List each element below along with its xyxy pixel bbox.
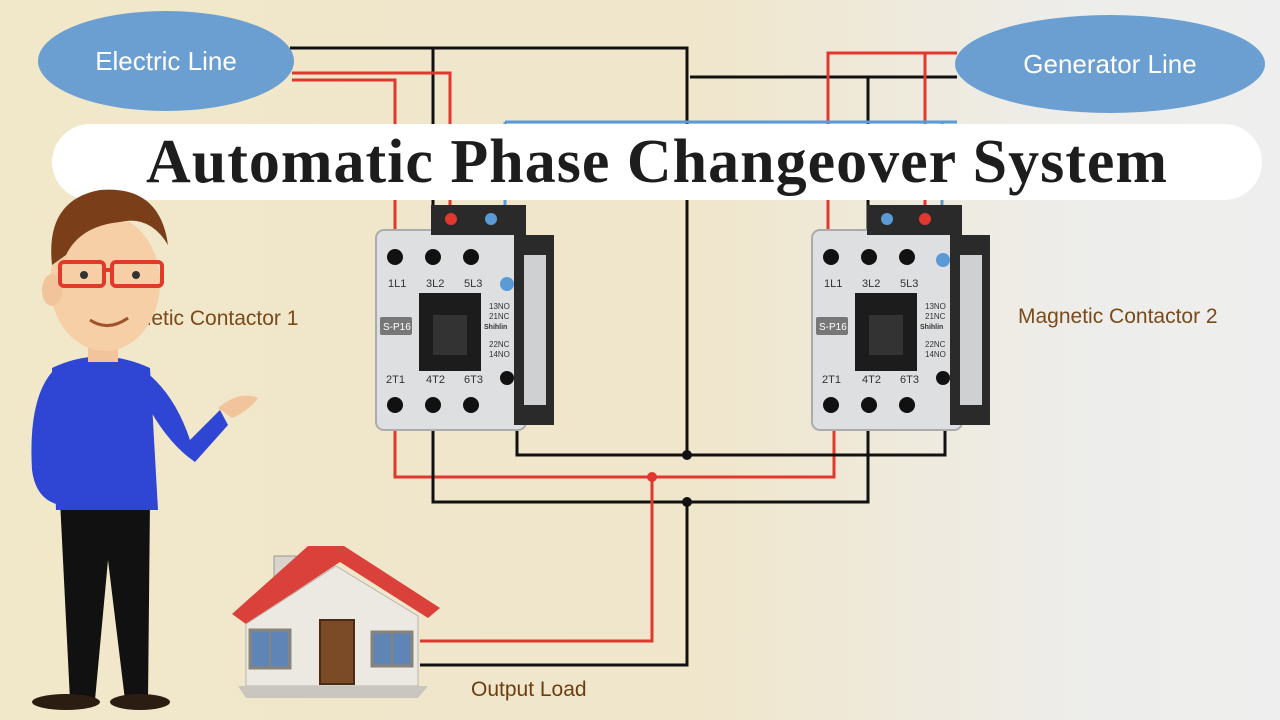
presenter-mouth	[89, 316, 129, 327]
generator-line-label: Generator Line	[1023, 48, 1197, 79]
load-terminal	[387, 397, 403, 413]
generator-line-ellipse	[955, 15, 1265, 113]
presenter-shoe	[110, 694, 170, 710]
contactor-slider	[869, 315, 903, 355]
load-terminal-label: 6T3	[464, 374, 483, 386]
brand-label: Shihlin	[484, 324, 507, 331]
aux-terminal	[936, 371, 950, 385]
presenter-eye	[132, 271, 140, 279]
load-terminal-label: 4T2	[426, 374, 445, 386]
line-terminal-label: 1L1	[388, 278, 406, 290]
load-terminal	[899, 397, 915, 413]
line-terminal-label: 3L2	[426, 278, 444, 290]
aux-face	[524, 255, 546, 405]
junction-dot	[682, 497, 692, 507]
page-title: Automatic Phase Changeover System	[145, 127, 1169, 196]
line-terminal-label: 3L2	[862, 278, 880, 290]
load-terminal-label: 2T1	[386, 374, 405, 386]
presenter-shoe	[32, 694, 100, 710]
electric-line-ellipse	[38, 11, 294, 111]
load-terminal	[463, 397, 479, 413]
junction-dot	[647, 472, 657, 482]
output-red-wire	[420, 477, 654, 643]
load-terminal-label: 2T1	[822, 374, 841, 386]
aux-terminal-label: 13NO	[925, 302, 946, 311]
aux-terminal-label: 22NC	[489, 340, 510, 349]
aux-terminal-label: 21NC	[489, 312, 510, 321]
aux-terminal-label: 13NO	[489, 302, 510, 311]
top-aux-terminal	[881, 213, 893, 225]
aux-terminal-top	[936, 253, 950, 267]
line-terminal	[899, 249, 915, 265]
presenter-glasses-right	[110, 260, 164, 288]
presenter-legs	[60, 500, 150, 700]
model-label: S-P16	[383, 322, 411, 333]
presenter-left-arm	[31, 372, 66, 505]
output-load-label: Output Load	[471, 678, 587, 701]
aux-terminal-label: 22NC	[925, 340, 946, 349]
load-terminal-label: 6T3	[900, 374, 919, 386]
presenter-torso	[52, 356, 158, 510]
contactor-2-label: Magnetic Contactor 2	[1018, 305, 1218, 328]
aux-terminal-label: 14NO	[925, 350, 946, 359]
load-terminal	[861, 397, 877, 413]
presenter-eye	[80, 271, 88, 279]
model-plate	[380, 317, 412, 335]
contactor-slider	[433, 315, 467, 355]
model-label: S-P16	[819, 322, 847, 333]
aux-terminal-top	[500, 277, 514, 291]
line-terminal	[861, 249, 877, 265]
house-door	[319, 619, 355, 685]
line-terminal	[425, 249, 441, 265]
title-banner: Automatic Phase Changeover System	[52, 124, 1262, 200]
line-terminal-label: 1L1	[824, 278, 842, 290]
electric-line-label: Electric Line	[95, 45, 237, 76]
house-base-shadow	[238, 686, 428, 698]
aux-terminal-label: 21NC	[925, 312, 946, 321]
presenter-hand	[218, 395, 258, 418]
presenter-glasses-left	[58, 260, 106, 288]
top-aux-terminal	[919, 213, 931, 225]
presenter-ear	[42, 274, 62, 306]
top-aux-terminal	[485, 213, 497, 225]
load-terminal	[425, 397, 441, 413]
load-terminal	[823, 397, 839, 413]
presenter-right-arm	[146, 372, 228, 462]
aux-face	[960, 255, 982, 405]
electric-black-wire	[290, 46, 689, 455]
presenter-hair	[51, 189, 168, 265]
line-terminal	[463, 249, 479, 265]
aux-terminal-label: 14NO	[489, 350, 510, 359]
output-black-wire	[420, 502, 689, 667]
top-aux-terminal	[445, 213, 457, 225]
aux-terminal	[500, 371, 514, 385]
line-terminal	[387, 249, 403, 265]
model-plate	[816, 317, 848, 335]
line-terminal-label: 5L3	[464, 278, 482, 290]
line-terminal-label: 5L3	[900, 278, 918, 290]
contactor-1-label: gnetic Contactor 1	[128, 307, 299, 330]
line-terminal	[823, 249, 839, 265]
brand-label: Shihlin	[920, 324, 943, 331]
house-roof	[232, 546, 440, 624]
load-terminal-label: 4T2	[862, 374, 881, 386]
contactor1-red-out	[393, 405, 836, 479]
junction-dot	[682, 450, 692, 460]
